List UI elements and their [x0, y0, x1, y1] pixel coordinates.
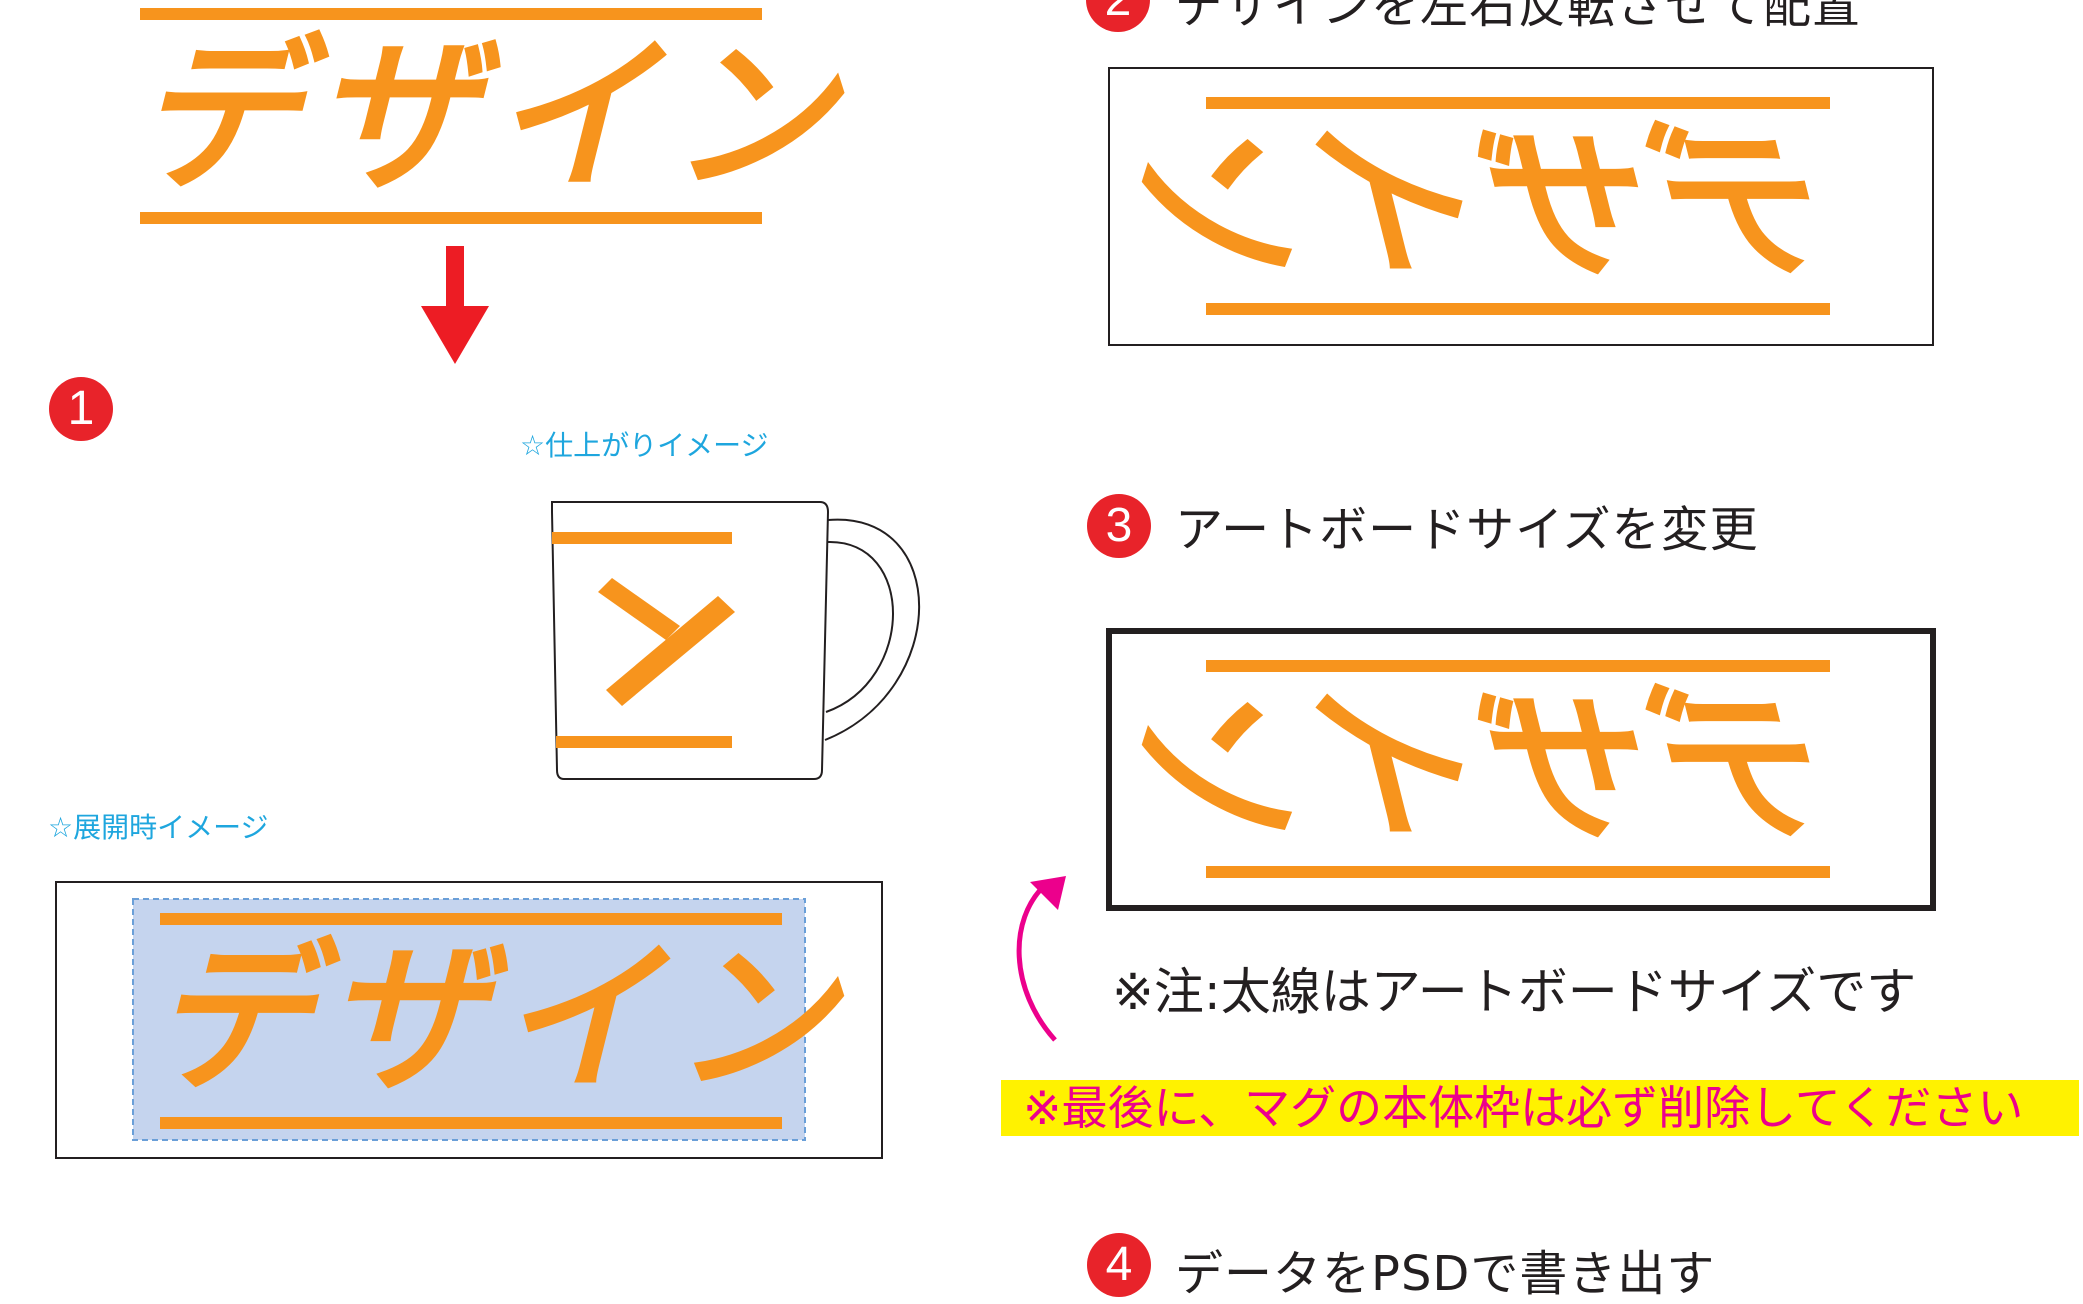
design-word-flipped-step2: デザイン [1140, 112, 1836, 300]
step4-label: データをPSDで書き出す [1175, 1246, 1716, 1302]
step2-frame [1108, 67, 1934, 346]
unfolded-image-caption: ☆展開時イメージ [48, 811, 269, 844]
delete-frame-warning: ※最後に、マグの本体枠は必ず削除してください [1001, 1080, 2079, 1136]
step2-bar-upper [1206, 97, 1830, 109]
unfolded-frame [55, 881, 883, 1159]
artboard-note: ※注:太線はアートボードサイズです [1112, 963, 1917, 1021]
step1-badge: 1 [49, 377, 113, 441]
step4-badge: 4 [1087, 1233, 1151, 1297]
step3-bar-lower [1206, 866, 1830, 878]
step2-label: デザインを左右反転させて配置 [1175, 0, 1862, 34]
mug-design-letter: ン [585, 560, 586, 561]
step3-badge: 3 [1087, 494, 1151, 558]
finished-image-caption: ☆仕上がりイメージ [520, 429, 769, 462]
mug-icon [551, 500, 920, 780]
step3-label: アートボードサイズを変更 [1175, 502, 1759, 558]
artboard-frame [1106, 628, 1936, 911]
top-design-bar-lower [140, 212, 762, 224]
unfolded-bar-upper [160, 913, 782, 925]
design-word-flipped-step3: デザイン [1140, 675, 1836, 863]
design-word-top: デザイン [134, 21, 846, 214]
curved-arrow-icon [1016, 876, 1066, 1042]
unfolded-bar-lower [160, 1117, 782, 1129]
down-arrow-icon [421, 246, 489, 364]
design-word-unfolded: デザイン [150, 926, 846, 1114]
top-design-bar-upper [140, 8, 762, 20]
step2-bar-lower [1206, 303, 1830, 315]
step3-bar-upper [1206, 660, 1830, 672]
selection-area [132, 898, 806, 1141]
